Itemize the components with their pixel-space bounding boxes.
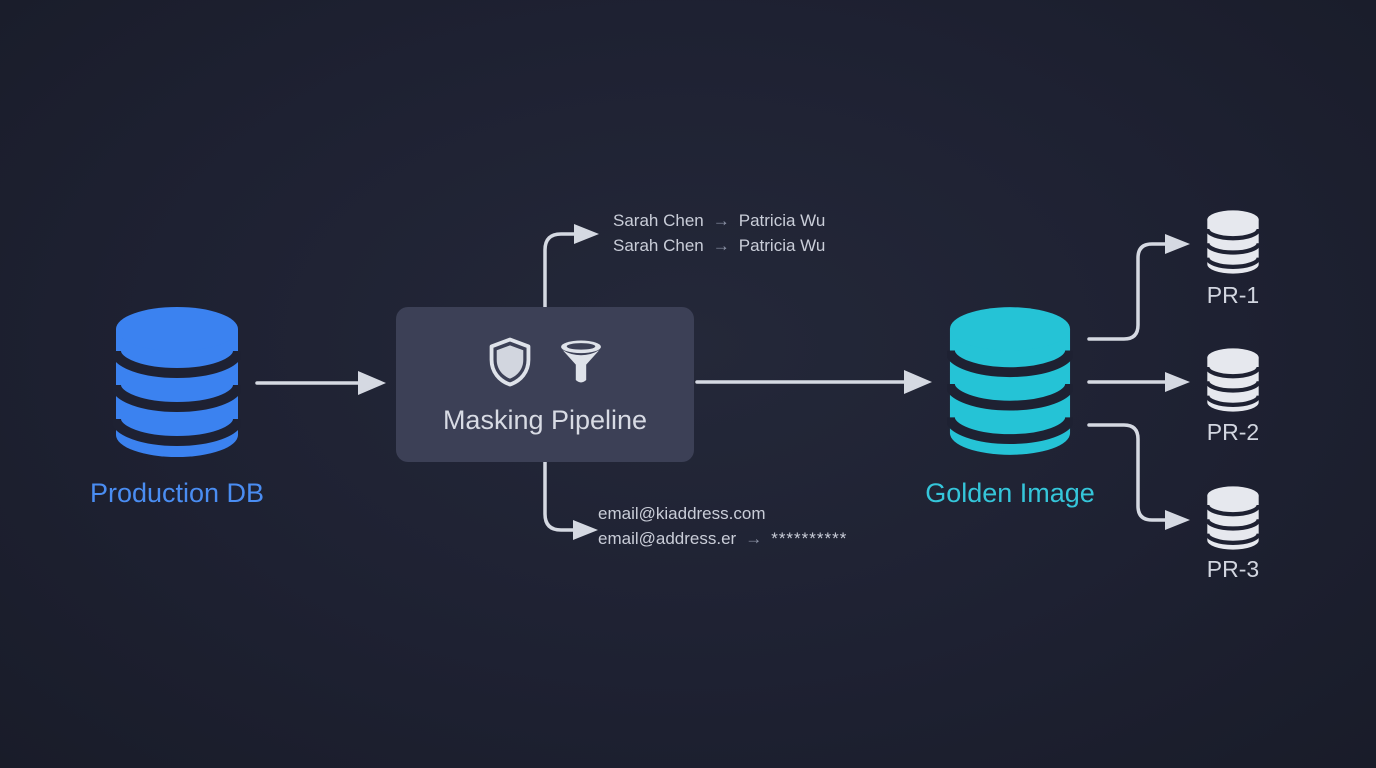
arrow-golden-to-pr1: [1087, 242, 1168, 341]
arrow-golden-to-pr3: [1087, 423, 1168, 522]
pr2-label: PR-2: [1206, 419, 1260, 445]
name-masking-row: Sarah Chen → Patricia Wu: [613, 208, 825, 233]
right-arrow-icon: →: [712, 236, 730, 255]
arrowhead-production-to-pipeline: [358, 371, 386, 395]
pr1-db-icon: [1206, 210, 1260, 274]
pr3-db-icon: [1206, 486, 1260, 550]
production-db-label: Production DB: [89, 478, 265, 508]
golden-image-icon: [947, 306, 1073, 456]
email-original: email@address.er: [598, 529, 737, 548]
name-masked: Patricia Wu: [738, 211, 826, 230]
pr1-label: PR-1: [1206, 282, 1260, 308]
arrowhead-golden-to-pr2: [1165, 372, 1190, 392]
arrowhead-pipeline-to-emails: [573, 520, 598, 540]
name-masked: Patricia Wu: [738, 236, 826, 255]
email-masking-annotation: email@kiaddress.com email@address.er → *…: [598, 501, 847, 551]
golden-image-label: Golden Image: [925, 478, 1095, 508]
arrowhead-pipeline-to-golden: [904, 370, 932, 394]
right-arrow-icon: →: [712, 211, 730, 230]
email-masking-row: email@kiaddress.com: [598, 501, 847, 526]
name-original: Sarah Chen: [613, 236, 704, 255]
masking-pipeline-label: Masking Pipeline: [442, 405, 648, 435]
name-masking-row: Sarah Chen → Patricia Wu: [613, 233, 825, 258]
email-original: email@kiaddress.com: [598, 504, 766, 523]
funnel-icon: [561, 340, 601, 383]
masking-pipeline-node: Masking Pipeline: [396, 307, 694, 462]
email-masked: **********: [771, 529, 848, 548]
arrowhead-golden-to-pr3: [1165, 510, 1190, 530]
production-db-icon: [113, 306, 241, 458]
name-original: Sarah Chen: [613, 211, 704, 230]
right-arrow-icon: →: [745, 529, 763, 548]
pr2-db-icon: [1206, 348, 1260, 412]
pipeline-icons: [483, 333, 607, 391]
arrowhead-pipeline-to-names: [574, 224, 599, 244]
arrowhead-golden-to-pr1: [1165, 234, 1190, 254]
name-masking-annotation: Sarah Chen → Patricia Wu Sarah Chen → Pa…: [613, 208, 825, 258]
arrow-pipeline-to-names: [543, 232, 577, 314]
shield-icon: [489, 337, 531, 387]
arrow-pipeline-to-emails: [543, 456, 576, 532]
email-masking-row: email@address.er → **********: [598, 526, 847, 551]
pr3-label: PR-3: [1206, 556, 1260, 582]
